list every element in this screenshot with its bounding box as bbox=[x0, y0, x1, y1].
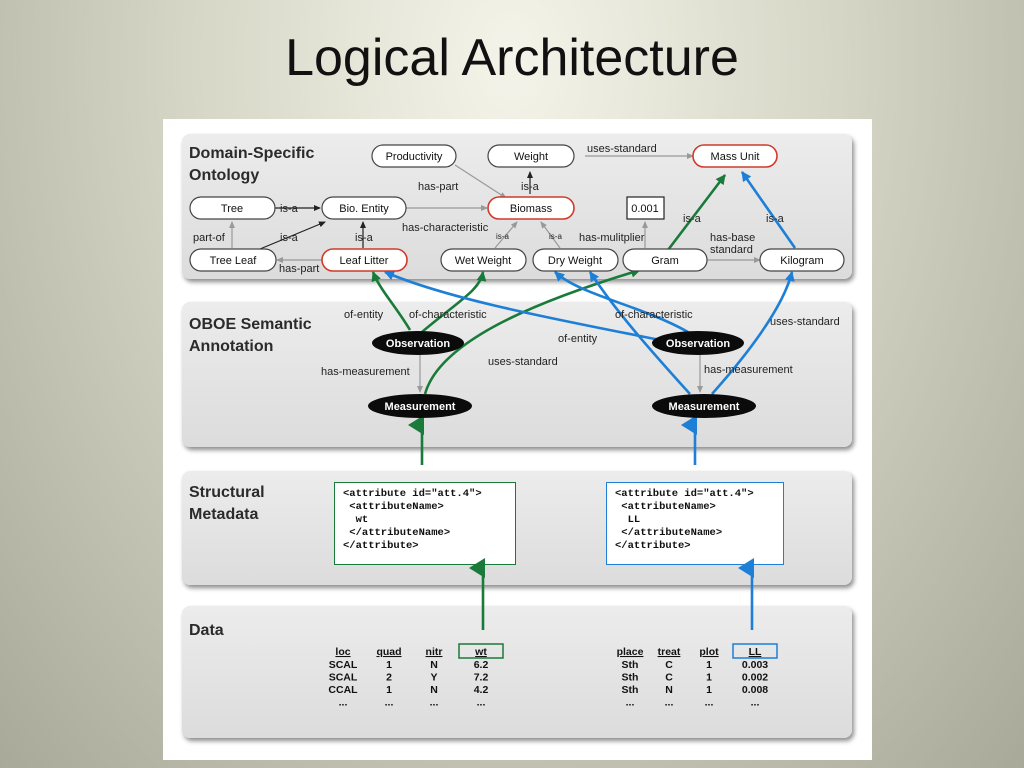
ontology-label-line1: Domain-Specific bbox=[189, 145, 315, 162]
structural-label-line1: Structural bbox=[189, 484, 265, 501]
data-band bbox=[182, 606, 852, 738]
data-band-label: Data bbox=[189, 620, 224, 642]
slide-title: Logical Architecture bbox=[285, 29, 739, 87]
ontology-label-line2: Ontology bbox=[189, 167, 260, 184]
data-label-line1: Data bbox=[189, 622, 224, 639]
semantic-label-line2: Annotation bbox=[189, 338, 274, 355]
metadata-box-right: <attribute id="att.4"> <attributeName> L… bbox=[606, 482, 784, 565]
semantic-label-line1: OBOE Semantic bbox=[189, 316, 312, 333]
metadata-box-left: <attribute id="att.4"> <attributeName> w… bbox=[334, 482, 516, 565]
structural-label-line2: Metadata bbox=[189, 506, 259, 523]
ontology-band-label: Domain-Specific Ontology bbox=[189, 143, 314, 187]
semantic-band-label: OBOE Semantic Annotation bbox=[189, 314, 312, 358]
structural-band-label: Structural Metadata bbox=[189, 482, 265, 526]
